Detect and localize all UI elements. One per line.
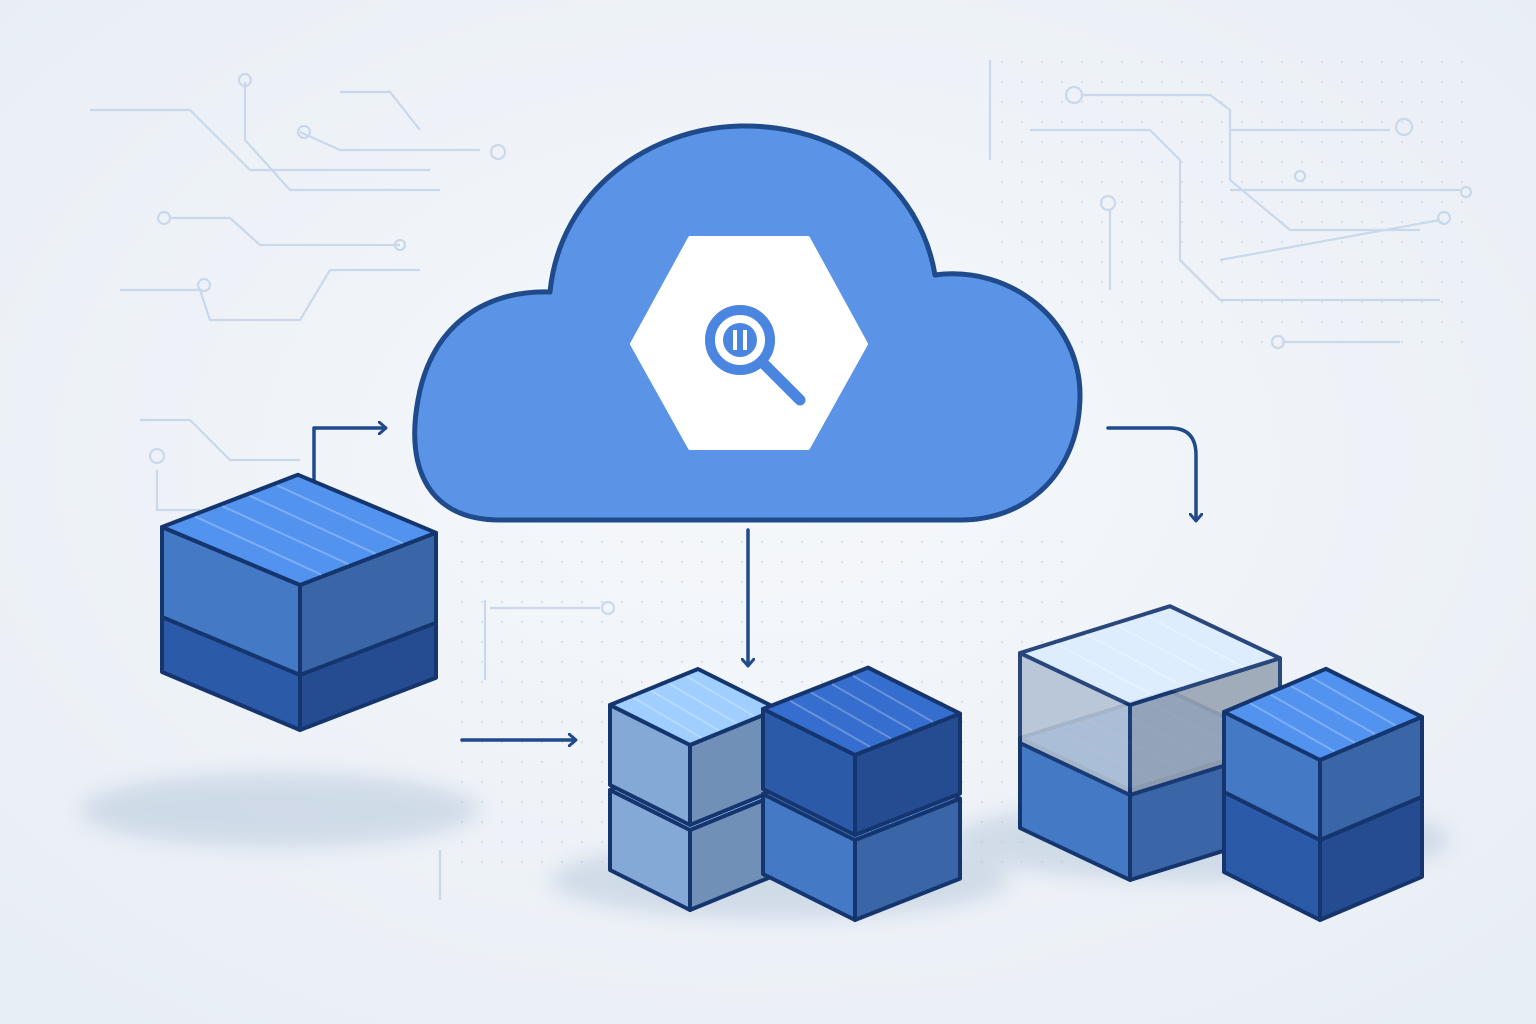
center-cube-front-top-top-face [761,665,962,757]
center-cube-back-top-texture [633,675,755,739]
magnifier-icon [705,305,806,406]
right-cube-front-top [1222,666,1424,842]
left-cube-top-texture [194,484,404,576]
center-cube-front-top-texture [789,675,934,748]
edges [312,426,1196,740]
right-cube-back-top-texture [1055,614,1245,697]
right-cube-front-top-texture [1249,676,1397,753]
dot-grid-right [1000,60,1480,360]
right-cube-back-top-top-face [1018,604,1282,707]
edge-left-to-cloud [312,428,385,507]
center-cube-front-top [761,665,962,837]
left-cube-top-top-face [160,472,438,587]
cloud-node [412,123,1083,523]
left-cube-top [160,472,438,677]
right-cube-back-top [1018,604,1282,797]
right-cube-front-top-top-face [1222,666,1424,762]
cube-layer [160,472,1424,922]
circuit-traces-left [90,72,616,900]
center-cube-back-top [608,667,780,827]
edge-cloud-to-right [1106,426,1196,520]
circuit-traces-right [988,60,1473,350]
